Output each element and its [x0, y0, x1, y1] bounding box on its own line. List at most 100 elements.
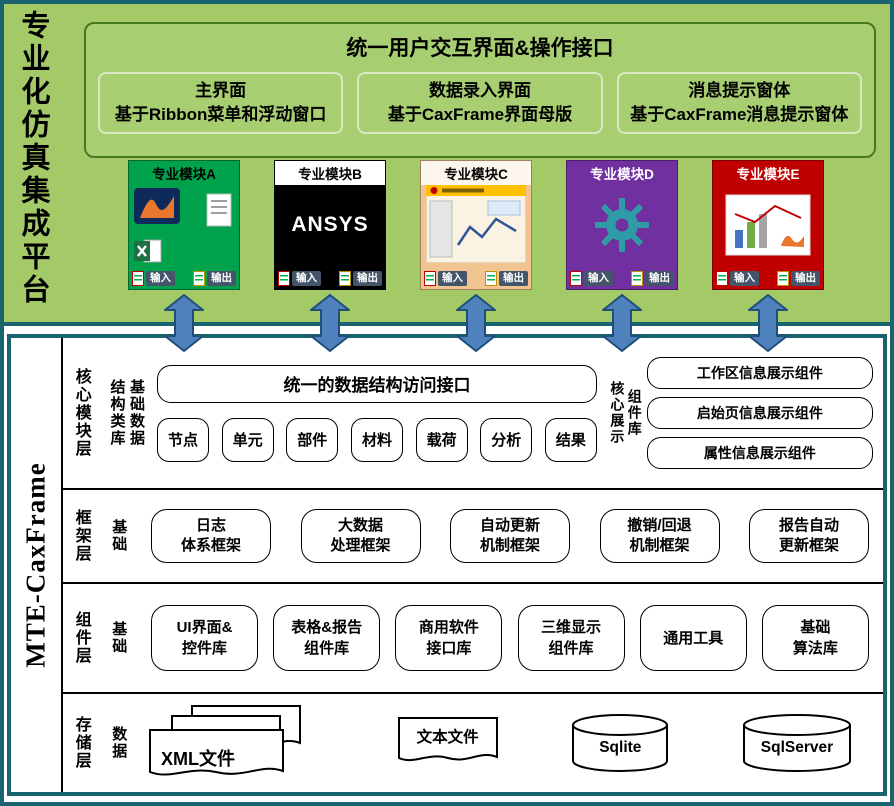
storage-items-row: XML文件 文本文件 Sqlite	[137, 694, 883, 792]
excel-icon	[134, 239, 162, 263]
io-row: 输入 输出	[421, 270, 531, 286]
layer-framework-label: 框架层	[72, 509, 90, 563]
module-label: 专业模块B	[275, 161, 385, 185]
matlab-logo-icon	[134, 188, 180, 224]
input-doc-icon	[132, 270, 144, 286]
property-info-box: 属性信息展示组件	[646, 437, 873, 469]
framework-boxes-row: 日志体系框架 大数据处理框架 自动更新机制框架 撤销/回退机制框架 报告自动更新…	[137, 490, 883, 582]
table-report-lib-box: 表格&报告组件库	[273, 605, 381, 671]
item-result: 结果	[544, 417, 597, 462]
document-icon	[397, 717, 498, 762]
module-card-b: 专业模块B ANSYS 输入 输出	[274, 160, 386, 290]
interface-box-line1: 主界面	[195, 81, 247, 100]
workbench-screenshot	[426, 185, 526, 263]
module-label: 专业模块A	[152, 167, 216, 182]
interface-box-line1: 数据录入界面	[428, 81, 531, 100]
workspace-info-box: 工作区信息展示组件	[646, 357, 873, 389]
general-tools-box: 通用工具	[639, 605, 747, 671]
sublabel-component-lib: 组件库	[626, 389, 643, 437]
data-flow-arrow	[310, 294, 350, 352]
output-tag: 输出	[791, 270, 820, 286]
interface-box-line1: 消息提示窗体	[688, 81, 791, 100]
io-row: 输入 输出	[275, 270, 385, 286]
interface-box-line2: 基于CaxFrame界面母版	[387, 104, 573, 124]
sqlite-shape: Sqlite	[570, 711, 670, 775]
display-group-labels: 核心展示 组件库	[609, 381, 642, 445]
data-structure-group: 统一的数据结构访问接口 节点 单元 部件 材料 载荷 分析 结果	[157, 364, 597, 462]
input-doc-icon	[716, 270, 728, 286]
report-framework-box: 报告自动更新框架	[749, 509, 869, 563]
input-doc-icon	[278, 270, 290, 286]
output-doc-icon	[631, 270, 643, 286]
data-items-row: 节点 单元 部件 材料 载荷 分析 结果	[157, 417, 597, 462]
data-flow-arrow	[748, 294, 788, 352]
layer-core: 核心模块层 结构类库 基础数据 统一的数据结构访问接口 节点 单元 部件 材料 …	[63, 338, 883, 488]
text-file-shape: 文本文件	[396, 713, 500, 773]
log-framework-box: 日志体系框架	[151, 509, 271, 563]
module-label: 专业模块D	[590, 167, 654, 182]
bigdata-framework-box: 大数据处理框架	[300, 509, 421, 563]
interface-box-row: 主界面 基于Ribbon菜单和浮动窗口 数据录入界面 基于CaxFrame界面母…	[86, 72, 874, 134]
module-card-c: 专业模块C 输入 输出	[420, 160, 532, 290]
algorithm-lib-box: 基础算法库	[761, 605, 869, 671]
output-tag: 输出	[207, 270, 236, 286]
platform-title: 专业化仿真集成平台	[17, 10, 49, 307]
input-doc-icon	[570, 270, 582, 286]
chart-screenshot	[725, 194, 811, 256]
layer-core-label: 核心模块层	[72, 368, 90, 458]
module-card-a: 专业模块A	[128, 160, 240, 290]
item-part: 部件	[286, 417, 339, 462]
layer-component-sublabel: 基础	[110, 621, 128, 655]
module-art	[129, 185, 239, 265]
module-art	[567, 185, 677, 265]
database-cylinder-icon	[572, 714, 669, 772]
input-tag: 输入	[146, 270, 175, 286]
gear-icon	[595, 198, 649, 252]
module-art: ANSYS	[275, 185, 385, 265]
output-tag: 输出	[353, 270, 382, 286]
layer-storage-sublabel: 数据	[110, 726, 128, 760]
stacked-documents-icon	[149, 705, 301, 776]
text-file-label: 文本文件	[416, 729, 479, 746]
input-tag: 输入	[730, 270, 759, 286]
sqlserver-label: SqlServer	[760, 739, 834, 756]
io-row: 输入 输出	[713, 270, 823, 286]
document-page-icon	[206, 193, 232, 227]
output-tag: 输出	[645, 270, 674, 286]
unified-ui-box: 统一用户交互界面&操作接口 主界面 基于Ribbon菜单和浮动窗口 数据录入界面…	[84, 22, 876, 158]
module-card-d: 专业模块D	[566, 160, 678, 290]
layer-framework: 框架层 基础 日志体系框架 大数据处理框架 自动更新机制框架 撤销/回退机制框架…	[63, 488, 883, 582]
database-cylinder-icon	[742, 714, 851, 772]
data-flow-arrow	[602, 294, 642, 352]
sqlserver-shape: SqlServer	[741, 711, 853, 775]
layer-component: 组件层 基础 UI界面&控件库 表格&报告组件库 商用软件接口库 三维显示组件库…	[63, 582, 883, 692]
output-doc-icon	[777, 270, 789, 286]
output-doc-icon	[193, 270, 205, 286]
module-card-e: 专业模块E 输入 输出	[712, 160, 824, 290]
autoupdate-framework-box: 自动更新机制框架	[450, 509, 570, 563]
item-node: 节点	[157, 417, 209, 462]
data-access-interface-box: 统一的数据结构访问接口	[157, 364, 597, 403]
layer-framework-sublabel: 基础	[110, 519, 128, 553]
data-flow-arrow	[164, 294, 204, 352]
item-load: 载荷	[415, 417, 468, 462]
output-tag: 输出	[499, 270, 528, 286]
framework-title: MTE-CaxFrame	[20, 462, 51, 668]
xml-files-shape: XML文件	[147, 703, 325, 783]
item-material: 材料	[350, 417, 403, 462]
undo-framework-box: 撤销/回退机制框架	[599, 509, 720, 563]
input-doc-icon	[424, 270, 436, 286]
interface-box-line2: 基于CaxFrame消息提示窗体	[630, 104, 849, 124]
sublabel-structure-lib: 结构类库	[108, 379, 126, 447]
item-analysis: 分析	[480, 417, 533, 462]
output-doc-icon	[485, 270, 497, 286]
xml-file-label: XML文件	[161, 749, 235, 769]
layers-column: 核心模块层 结构类库 基础数据 统一的数据结构访问接口 节点 单元 部件 材料 …	[63, 338, 883, 792]
data-flow-arrow	[456, 294, 496, 352]
layer-storage-label: 存储层	[72, 716, 90, 770]
component-boxes-row: UI界面&控件库 表格&报告组件库 商用软件接口库 三维显示组件库 通用工具 基…	[137, 584, 883, 692]
layer-core-sublabels: 结构类库 基础数据	[99, 338, 153, 488]
unified-ui-title: 统一用户交互界面&操作接口	[346, 37, 614, 60]
module-label: 专业模块E	[736, 167, 800, 182]
